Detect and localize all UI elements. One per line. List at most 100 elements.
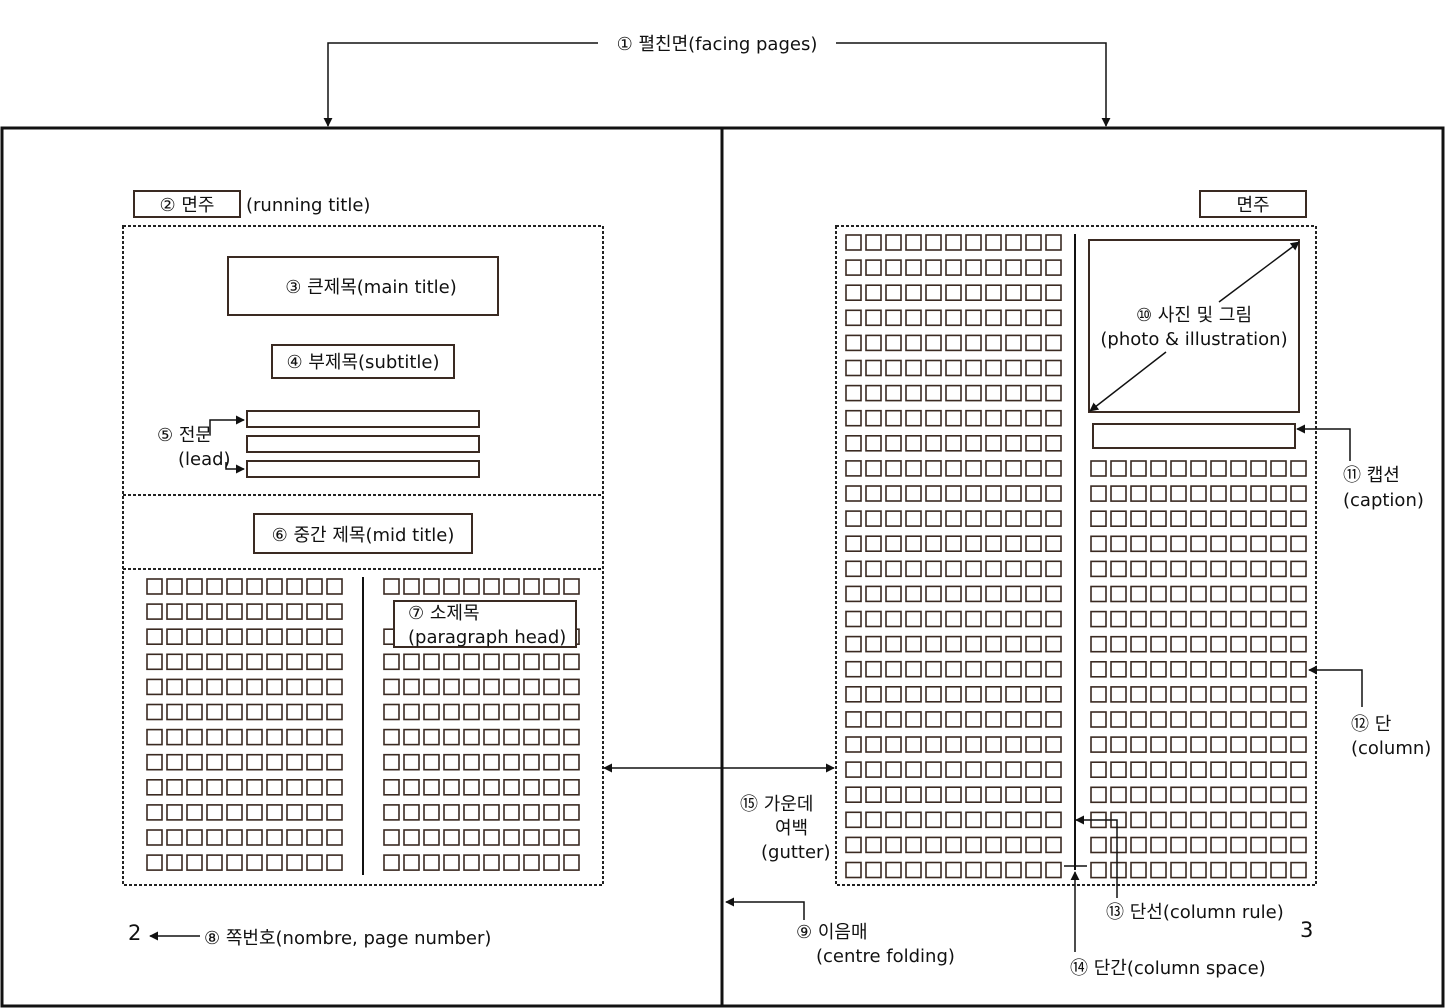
text-cell (925, 635, 942, 653)
text-cell (885, 384, 902, 402)
text-cell (885, 510, 902, 527)
text-cell (865, 836, 882, 854)
text-cell (865, 359, 882, 377)
text-cell (563, 653, 580, 671)
text-cell (1190, 836, 1207, 854)
text-cell (905, 660, 922, 678)
text-cell (483, 854, 500, 871)
text-cell (463, 578, 480, 595)
text-cell (1045, 861, 1062, 879)
text-cell (945, 685, 962, 703)
text-cell (1230, 836, 1247, 854)
text-cell (383, 804, 400, 821)
text-cell (306, 653, 323, 671)
text-cell (443, 854, 460, 871)
text-cell (503, 778, 520, 796)
text-cell (845, 334, 862, 352)
text-cell (1110, 485, 1127, 502)
text-cell (1130, 535, 1147, 553)
text-cell (1190, 485, 1207, 502)
text-cell (1090, 686, 1107, 703)
text-cell (563, 829, 580, 846)
text-cell (1170, 610, 1187, 628)
text-cell (166, 578, 183, 595)
text-cell (1005, 485, 1022, 502)
text-cell (1025, 485, 1042, 502)
text-cell (1230, 585, 1247, 603)
text-cell (1210, 786, 1227, 804)
facing-pages-arrow-right (836, 42, 1111, 127)
text-cell (1045, 334, 1062, 352)
text-cell (1190, 460, 1207, 477)
text-cell (423, 778, 440, 796)
text-cell (1250, 861, 1267, 879)
text-cell (403, 804, 420, 821)
text-cell (1290, 485, 1307, 502)
caption-box (1092, 423, 1296, 449)
text-cell (1250, 811, 1267, 829)
text-cell (503, 678, 520, 696)
text-cell (1150, 861, 1167, 879)
text-cell (945, 359, 962, 377)
text-cell (845, 234, 862, 251)
text-cell (483, 753, 500, 771)
text-cell (865, 460, 882, 477)
text-cell (985, 384, 1002, 402)
text-cell (1130, 660, 1147, 678)
text-cell (1025, 359, 1042, 377)
text-cell (945, 660, 962, 678)
text-cell (945, 460, 962, 477)
text-cell (246, 778, 263, 796)
text-cell (1045, 284, 1062, 302)
text-cell (1090, 460, 1107, 477)
text-cell (1290, 585, 1307, 603)
text-cell (1090, 660, 1107, 678)
text-cell (885, 761, 902, 778)
text-cell (865, 861, 882, 879)
text-cell (206, 653, 223, 671)
text-cell (885, 359, 902, 377)
text-cell (206, 829, 223, 846)
text-cell (206, 728, 223, 746)
text-cell (166, 703, 183, 721)
text-cell (985, 585, 1002, 603)
text-cell (865, 510, 882, 527)
text-cell (1210, 635, 1227, 653)
text-cell (1130, 610, 1147, 628)
text-cell (885, 685, 902, 703)
text-cell (306, 703, 323, 721)
text-cell (226, 603, 243, 620)
text-cell (1250, 786, 1267, 804)
text-cell (1270, 510, 1287, 528)
text-cell (1150, 686, 1167, 703)
text-cell (1250, 460, 1267, 477)
text-cell (945, 510, 962, 527)
text-cell (383, 578, 400, 595)
text-cell (905, 460, 922, 477)
text-cell (423, 678, 440, 696)
text-cell (985, 761, 1002, 778)
text-cell (865, 334, 882, 352)
text-cell (1230, 736, 1247, 753)
text-cell (286, 653, 303, 671)
text-cell (885, 234, 902, 251)
right-column-1-text (845, 234, 1062, 879)
text-cell (1150, 635, 1167, 653)
text-cell (845, 384, 862, 402)
text-cell (965, 836, 982, 854)
text-cell (1150, 485, 1167, 502)
centre-folding-en-label: (centre folding) (816, 946, 955, 967)
text-cell (1025, 761, 1042, 778)
text-cell (1045, 811, 1062, 829)
text-cell (463, 854, 480, 871)
text-cell (985, 259, 1002, 276)
text-cell (226, 778, 243, 796)
text-cell (423, 829, 440, 846)
text-cell (523, 829, 540, 846)
text-cell (965, 384, 982, 402)
text-cell (266, 854, 283, 871)
text-cell (945, 284, 962, 302)
text-cell (905, 811, 922, 829)
text-cell (1250, 585, 1267, 603)
text-cell (925, 334, 942, 352)
